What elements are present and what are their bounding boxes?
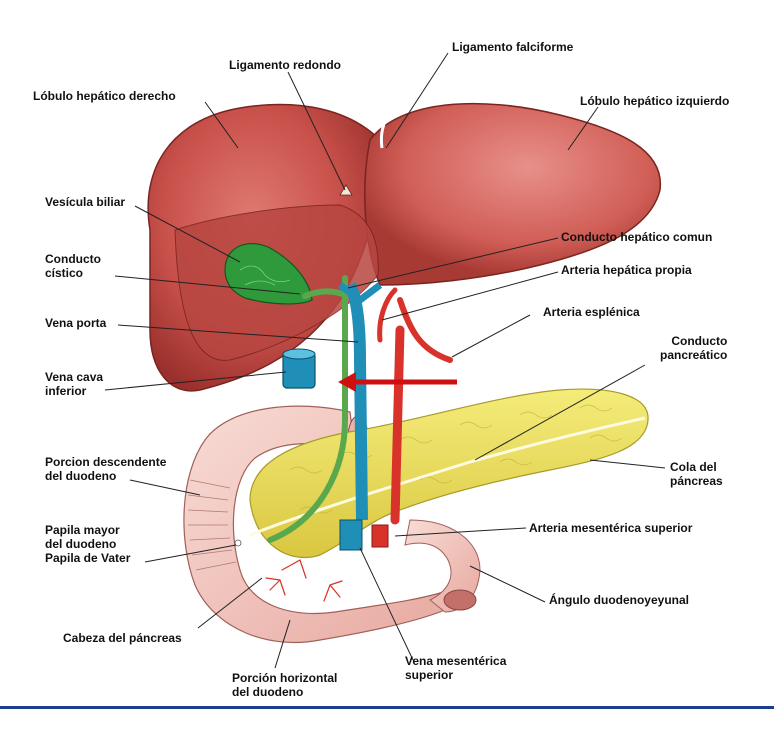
label-vesicula-biliar: Vesícula biliar — [45, 195, 126, 209]
bottom-band — [0, 706, 774, 734]
papilla-mark — [234, 539, 242, 547]
arteries — [265, 287, 453, 602]
label-conducto-hepatico-comun: Conducto hepático comun — [561, 230, 713, 244]
round-ligament — [339, 184, 353, 196]
portal-vein — [337, 282, 383, 551]
label-conducto-pancreatico: Conducto pancreático — [660, 334, 728, 362]
duodenojejunal-opening — [443, 589, 477, 611]
leader-lines — [104, 52, 666, 669]
label-ligamento-falciforme: Ligamento falciforme — [452, 40, 574, 54]
label-cabeza-pancreas: Cabeza del páncreas — [63, 631, 182, 645]
pancreatic-duct — [249, 416, 646, 537]
label-vena-cava-inferior: Vena cava inferior — [45, 370, 104, 398]
label-angulo-duodenoyeyunal: Ángulo duodenoyeyunal — [549, 593, 689, 607]
label-porcion-descendente: Porcion descendente del duodeno — [45, 455, 167, 483]
label-arteria-hepatica-propia: Arteria hepática propia — [561, 263, 692, 277]
label-cola-pancreas: Cola del páncreas — [670, 460, 723, 488]
label-arteria-mesenterica-superior: Arteria mesentérica superior — [529, 521, 693, 535]
inferior-vena-cava — [282, 348, 316, 389]
label-arteria-esplenica: Arteria esplénica — [543, 305, 640, 319]
label-ligamento-redondo: Ligamento redondo — [229, 58, 341, 72]
label-conducto-cistico: Conducto cístico — [45, 252, 101, 280]
label-porcion-horizontal: Porción horizontal del duodeno — [232, 671, 338, 699]
bile-ducts — [267, 275, 348, 543]
bottom-bar — [0, 706, 774, 709]
highlight-arrow — [338, 372, 457, 392]
label-papila-mayor: Papila mayor del duodeno Papila de Vater — [45, 523, 131, 565]
label-lobulo-izquierdo: Lóbulo hepático izquierdo — [580, 94, 730, 108]
left-lobe — [364, 102, 662, 286]
label-vena-mesenterica-superior: Vena mesentérica superior — [405, 654, 507, 682]
label-lobulo-derecho: Lóbulo hepático derecho — [33, 89, 176, 103]
label-vena-porta: Vena porta — [45, 316, 107, 330]
falciform-ligament — [379, 93, 421, 149]
